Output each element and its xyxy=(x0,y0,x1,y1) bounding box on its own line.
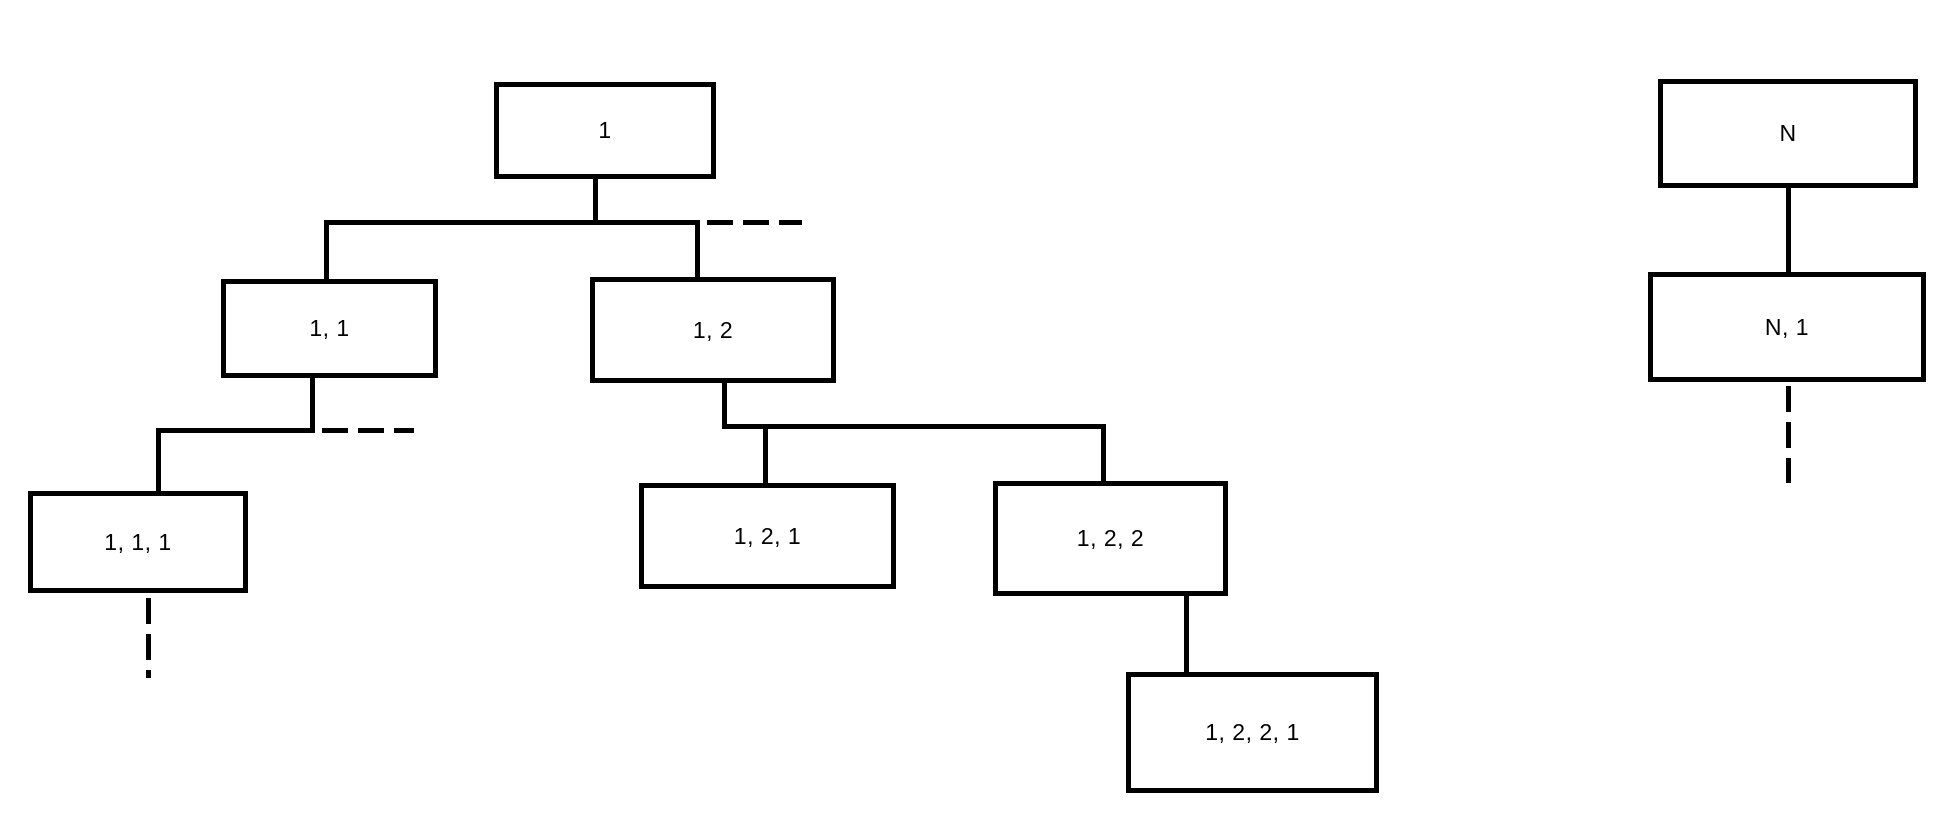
tree-node-1-2-2-label: 1, 2, 2 xyxy=(1076,525,1145,551)
tree-node-1-2: 1, 2 xyxy=(590,277,836,383)
connector-1-to-1-2 xyxy=(695,220,700,280)
tree-node-1-2-1-label: 1, 2, 1 xyxy=(733,522,802,549)
tree-node-1: 1 xyxy=(494,82,716,179)
tree-node-1-1-1-label: 1, 1, 1 xyxy=(104,528,172,555)
connector-N-1-continuation-dashed xyxy=(1786,386,1791,483)
connector-1-1-continuation-dashed xyxy=(322,428,414,433)
tree-node-N-1-label: N, 1 xyxy=(1764,313,1810,340)
connector-1-2-bar xyxy=(722,424,1106,429)
connector-1-continuation-dashed xyxy=(707,220,802,225)
connector-1-1-1-continuation-dashed xyxy=(146,598,151,678)
tree-node-1-2-2-1-label: 1, 2, 2, 1 xyxy=(1205,719,1300,745)
tree-node-N-1: N, 1 xyxy=(1648,272,1926,382)
connector-1-1-stem xyxy=(310,374,315,433)
connector-1-1-bar xyxy=(156,428,315,433)
connector-1-2-2-to-1-2-2-1 xyxy=(1184,592,1189,675)
tree-node-N: N xyxy=(1658,79,1918,188)
connector-1-2-to-1-2-2 xyxy=(1101,424,1106,484)
tree-node-1-label: 1 xyxy=(598,117,612,143)
connector-N-to-N-1 xyxy=(1786,184,1791,275)
connector-1-bar xyxy=(324,220,700,225)
tree-node-1-2-label: 1, 2 xyxy=(692,316,734,343)
tree-node-1-1: 1, 1 xyxy=(221,279,438,378)
tree-node-1-2-2-1: 1, 2, 2, 1 xyxy=(1126,672,1379,793)
connector-1-2-stem xyxy=(722,379,727,429)
connector-1-stem xyxy=(593,176,598,225)
tree-node-1-1-1: 1, 1, 1 xyxy=(28,491,248,593)
tree-node-1-2-2: 1, 2, 2 xyxy=(993,481,1228,596)
connector-1-2-to-1-2-1 xyxy=(763,424,768,486)
tree-node-N-label: N xyxy=(1779,120,1797,146)
connector-1-to-1-1 xyxy=(324,220,329,282)
connector-1-1-to-1-1-1 xyxy=(156,428,161,494)
tree-node-1-1-label: 1, 1 xyxy=(309,315,350,341)
tree-node-1-2-1: 1, 2, 1 xyxy=(639,483,896,589)
